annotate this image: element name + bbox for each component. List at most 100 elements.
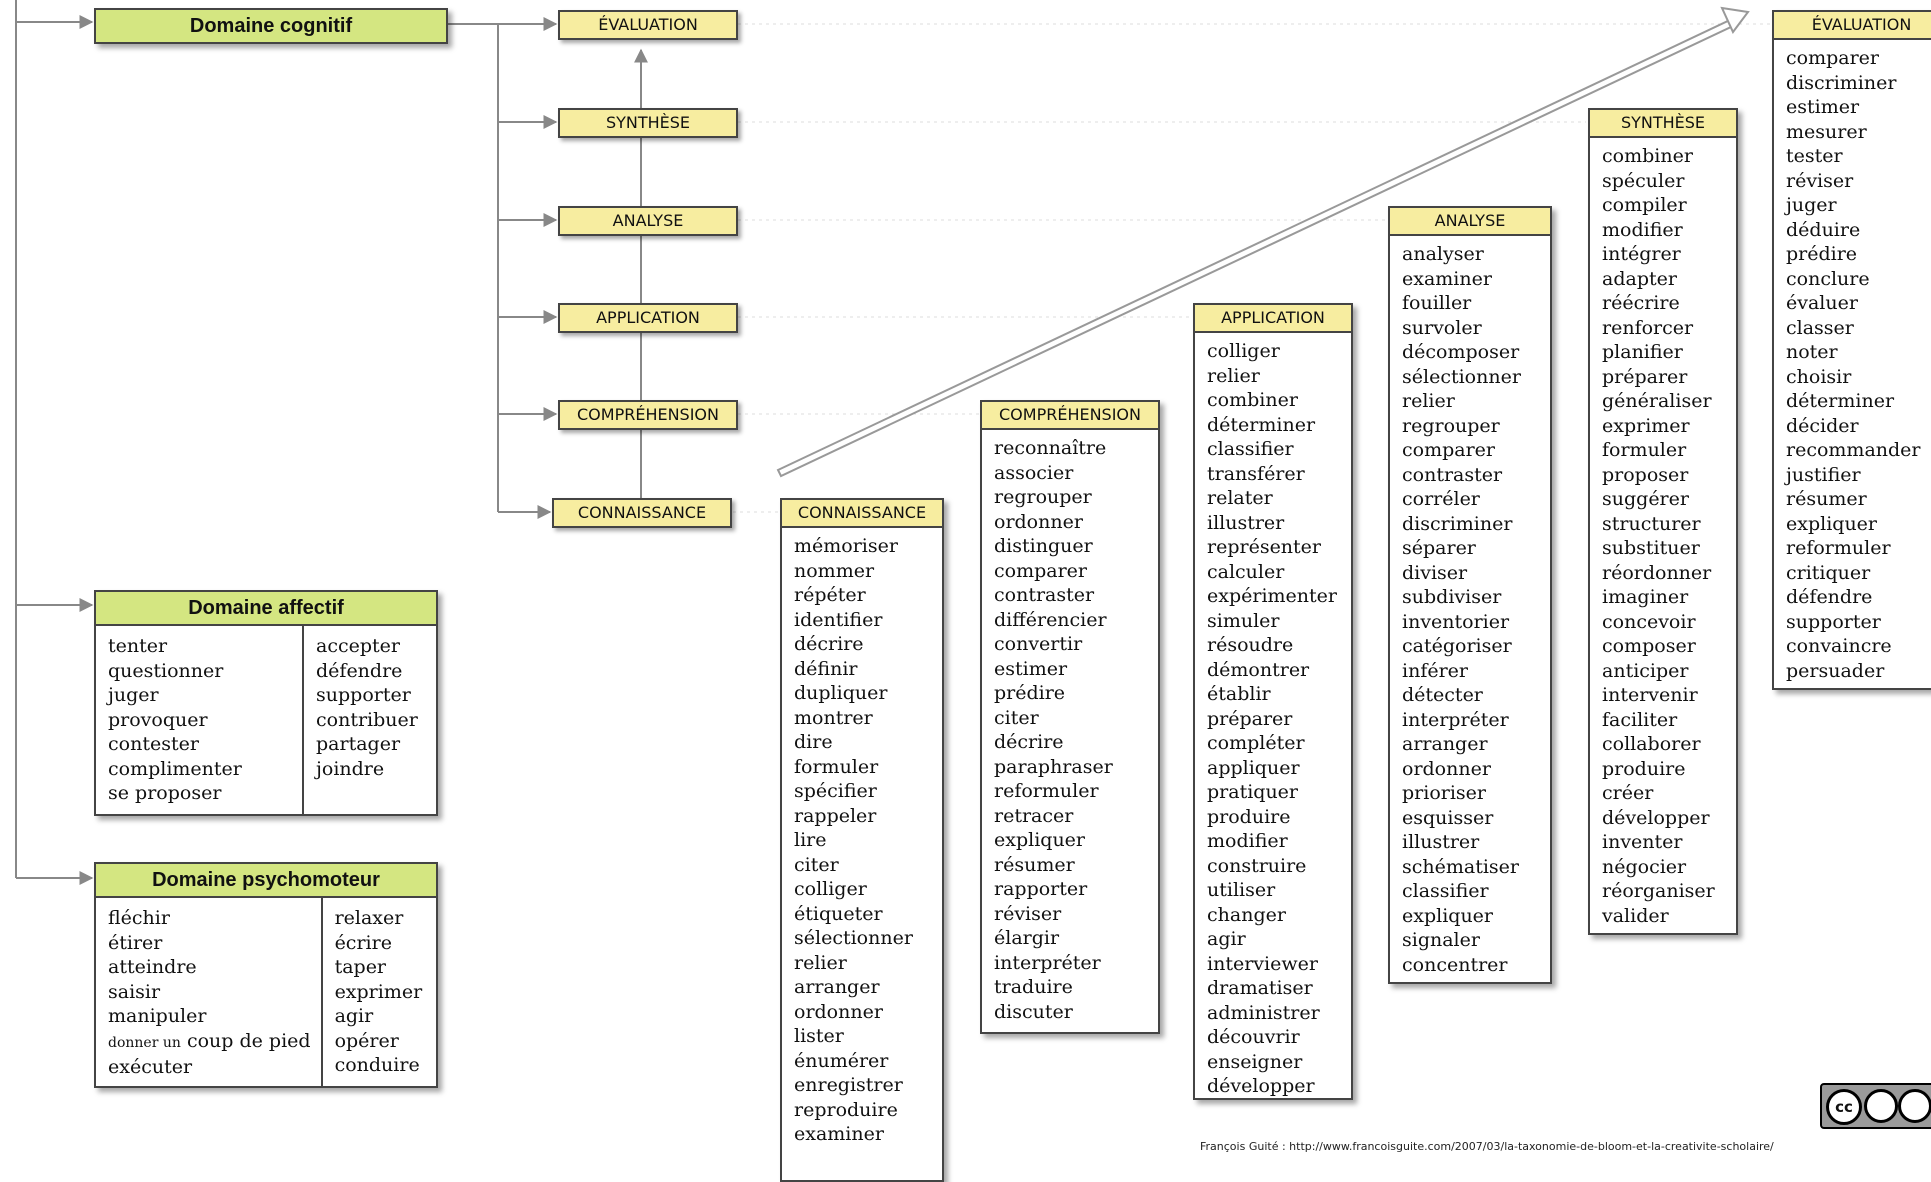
- verb-item: enseigner: [1207, 1050, 1303, 1073]
- verb-item: préparer: [1207, 707, 1293, 730]
- verb-item: relier: [1402, 390, 1455, 412]
- verb-item: décider: [1786, 414, 1859, 437]
- verb-item: estimer: [994, 657, 1068, 680]
- verb-item: décomposer: [1402, 341, 1520, 363]
- verb-item: anticiper: [1602, 659, 1689, 682]
- column-title: ÉVALUATION: [1774, 12, 1931, 40]
- verb-item: inférer: [1402, 659, 1468, 682]
- verb-item: utiliser: [1207, 879, 1276, 901]
- cognitive-domain-title: Domaine cognitif: [96, 10, 446, 42]
- verb-item: valider: [1602, 904, 1669, 927]
- verb-item: ordonner: [794, 1000, 883, 1023]
- list-item: relaxer: [334, 907, 404, 929]
- verb-item: généraliser: [1602, 390, 1712, 412]
- verb-item: survoler: [1402, 316, 1482, 339]
- verb-item: estimer: [1786, 96, 1860, 118]
- list-item: contribuer: [316, 708, 418, 731]
- verb-item: construire: [1207, 854, 1307, 877]
- list-item: opérer: [334, 1029, 399, 1052]
- verb-item: préparer: [1602, 365, 1688, 388]
- verb-item: discuter: [994, 1000, 1073, 1023]
- verb-item: déterminer: [1207, 413, 1316, 436]
- column-title: SYNTHÈSE: [1590, 110, 1736, 138]
- psychomotor-domain-title: Domaine psychomoteur: [96, 864, 436, 898]
- verb-item: regrouper: [994, 486, 1092, 508]
- verb-item: simuler: [1207, 609, 1280, 632]
- list-item: tenter: [108, 635, 168, 657]
- level-label-comprehension: COMPRÉHENSION: [558, 400, 738, 430]
- verb-item: critiquer: [1786, 561, 1871, 584]
- verb-item: relater: [1207, 487, 1273, 509]
- verb-item: démontrer: [1207, 658, 1310, 681]
- verb-item: lire: [794, 829, 827, 851]
- verb-item: juger: [1786, 194, 1837, 216]
- level-label-evaluation: ÉVALUATION: [558, 10, 738, 40]
- verb-item: citer: [994, 706, 1039, 729]
- verb-item: spéculer: [1602, 169, 1685, 192]
- verb-item: arranger: [1402, 733, 1488, 755]
- verb-item: structurer: [1602, 512, 1701, 535]
- verb-item: énumérer: [794, 1049, 889, 1072]
- verb-item: arranger: [794, 976, 880, 998]
- verb-item: développer: [1207, 1075, 1315, 1097]
- column-title: APPLICATION: [1195, 305, 1351, 333]
- verb-item: classer: [1786, 316, 1854, 339]
- verb-item: formuler: [794, 755, 879, 778]
- verb-item: prioriser: [1402, 782, 1486, 804]
- list-item: étirer: [108, 931, 163, 954]
- verb-item: compléter: [1207, 732, 1305, 754]
- credit-text: François Guité : http://www.francoisguit…: [1200, 1140, 1774, 1153]
- verb-item: associer: [994, 461, 1074, 484]
- verb-item: distinguer: [994, 535, 1093, 557]
- psychomotor-verbs-col1: fléchir étirer atteindre saisir manipule…: [96, 898, 321, 1086]
- verb-item: dramatiser: [1207, 977, 1313, 999]
- verb-item: combiner: [1602, 145, 1693, 167]
- verb-item: répéter: [794, 584, 866, 606]
- verb-item: paraphraser: [994, 755, 1113, 778]
- verb-item: planifier: [1602, 341, 1683, 363]
- psychomotor-verbs-col2: relaxer écrire taper exprimer agir opére…: [320, 898, 436, 1086]
- list-item-text: coup de pied: [186, 1029, 311, 1052]
- verb-item: schématiser: [1402, 855, 1520, 878]
- verb-item: relier: [794, 951, 847, 974]
- list-item: exprimer: [334, 980, 423, 1003]
- verb-item: colliger: [794, 878, 867, 900]
- verb-item: reformuler: [1786, 537, 1891, 559]
- connector-lines: [15, 0, 1770, 885]
- list-item: fléchir: [108, 907, 170, 929]
- verb-item: représenter: [1207, 536, 1322, 558]
- verb-item: reproduire: [794, 1098, 898, 1121]
- list-item: défendre: [316, 659, 403, 682]
- verb-item: créer: [1602, 782, 1654, 804]
- verb-item: discriminer: [1786, 71, 1897, 94]
- verb-item: supporter: [1786, 610, 1881, 633]
- column-title: COMPRÉHENSION: [982, 402, 1158, 430]
- verb-item: proposer: [1602, 463, 1689, 486]
- verb-item: subdiviser: [1402, 586, 1502, 608]
- level-label-application: APPLICATION: [558, 303, 738, 333]
- verb-item: adapter: [1602, 267, 1677, 290]
- verb-item: intégrer: [1602, 243, 1681, 265]
- verb-item: comparer: [1402, 439, 1495, 461]
- verb-item: déterminer: [1786, 390, 1895, 412]
- verb-item: combiner: [1207, 389, 1298, 411]
- verb-item: différencier: [994, 608, 1107, 631]
- list-item: complimenter: [108, 757, 242, 780]
- license-badge[interactable]: cc: [1820, 1083, 1931, 1129]
- verb-item: examiner: [794, 1123, 884, 1145]
- verb-item: prédire: [994, 682, 1066, 704]
- verb-item: spécifier: [794, 780, 877, 802]
- level-label-connaissance: CONNAISSANCE: [552, 498, 732, 528]
- verb-item: découvrir: [1207, 1026, 1300, 1048]
- verb-item: produire: [1207, 805, 1291, 828]
- small-prefix-text: donner un: [108, 1034, 181, 1051]
- verb-item: définir: [794, 657, 858, 680]
- verb-item: développer: [1602, 806, 1710, 829]
- verb-item: dire: [794, 731, 833, 753]
- verb-item: mémoriser: [794, 535, 898, 557]
- verb-item: décrire: [994, 731, 1064, 753]
